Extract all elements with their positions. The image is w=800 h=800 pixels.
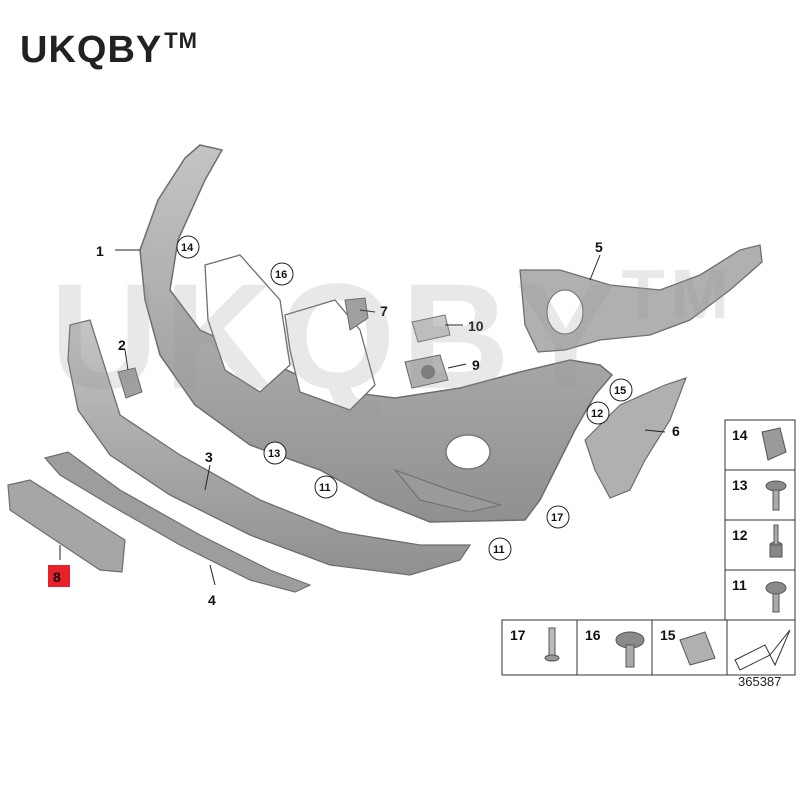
legend-11: 11 — [732, 577, 747, 593]
callout-5: 5 — [595, 239, 603, 255]
part-6-bracket — [584, 377, 688, 499]
part-9-sensor — [404, 354, 449, 389]
nut-washer-icon — [615, 631, 645, 668]
circled-callouts — [176, 235, 633, 561]
brand-name: UKQBY — [20, 29, 163, 71]
callout-2: 2 — [118, 337, 126, 353]
flange-screw-icon — [765, 581, 787, 613]
part-7-bracket — [344, 297, 369, 331]
callout-6: 6 — [672, 423, 680, 439]
callout-3: 3 — [205, 449, 213, 465]
legend-14: 14 — [732, 427, 748, 443]
arrow-icon — [734, 629, 791, 671]
clip-icon — [761, 427, 787, 461]
legend-16: 16 — [585, 627, 601, 643]
callout-11a: 11 — [319, 482, 331, 494]
callout-8: 8 — [53, 569, 61, 585]
callout-11b: 11 — [493, 544, 505, 556]
screw-washer-icon — [765, 480, 787, 511]
callout-15: 15 — [614, 385, 626, 397]
part-5-bracket — [519, 244, 763, 353]
callout-13: 13 — [268, 448, 280, 460]
part-2-bracket — [117, 367, 143, 399]
part-10-cover — [411, 314, 451, 343]
callout-8-highlight — [48, 565, 70, 587]
callout-9: 9 — [472, 357, 480, 373]
legend-17: 17 — [510, 627, 526, 643]
rivet-icon — [544, 627, 560, 662]
legend-12: 12 — [732, 527, 748, 543]
callout-16: 16 — [275, 269, 287, 281]
callout-17: 17 — [551, 512, 563, 524]
spring-nut-icon — [679, 631, 716, 666]
legend-15: 15 — [660, 627, 676, 643]
brand-tm: TM — [164, 28, 198, 53]
reference-number: 365387 — [738, 674, 782, 689]
leader-lines — [59, 249, 666, 586]
brand-logo: UKQBYTM — [20, 28, 198, 72]
part-4-trim-strip — [43, 451, 312, 593]
callout-14: 14 — [181, 242, 194, 254]
callout-4: 4 — [208, 592, 216, 608]
callout-1: 1 — [96, 243, 104, 259]
legend-13: 13 — [732, 477, 748, 493]
callout-7: 7 — [380, 303, 388, 319]
screw-icon — [769, 524, 783, 558]
callout-12: 12 — [591, 408, 603, 420]
callout-10: 10 — [468, 318, 484, 334]
part-3-spoiler — [67, 319, 472, 576]
part-8-plate-base — [7, 479, 126, 573]
